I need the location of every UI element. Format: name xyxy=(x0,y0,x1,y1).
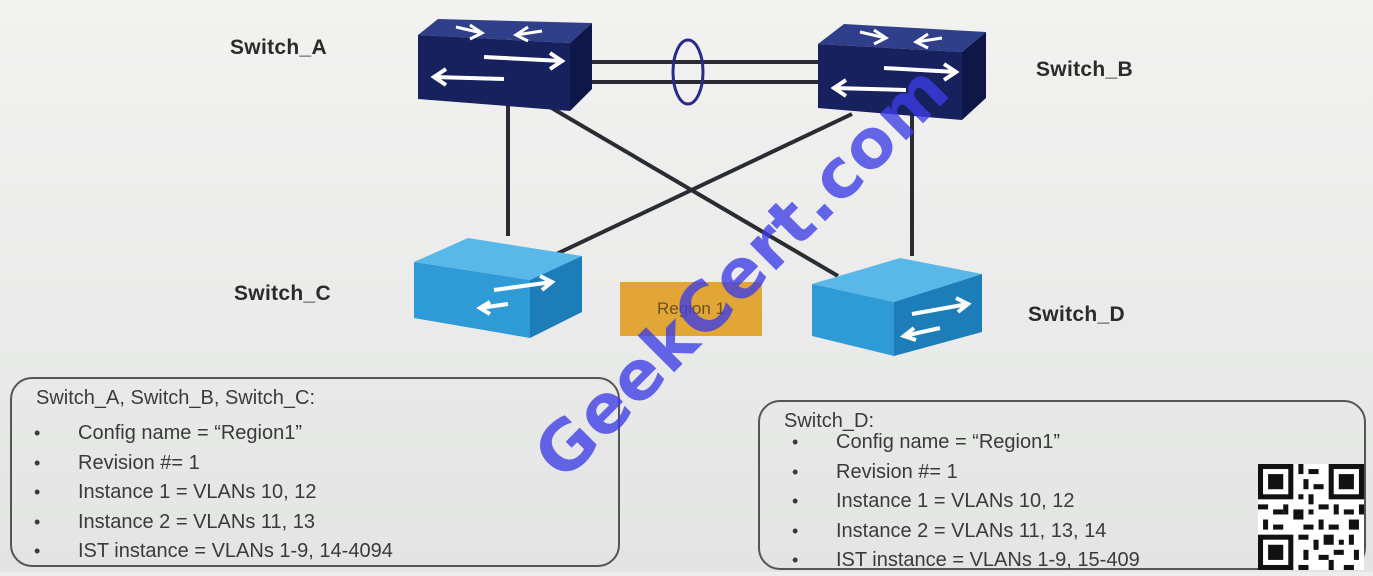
config-box-abc: Switch_A, Switch_B, Switch_C: •Config na… xyxy=(10,377,620,567)
config-box-d: Switch_D: •Config name = “Region1” •Revi… xyxy=(758,400,1366,571)
switch-a-label: Switch_A xyxy=(230,36,327,59)
config-item: •Revision #= 1 xyxy=(34,451,200,474)
link-a-d xyxy=(536,98,840,278)
config-item: •Instance 1 = VLANs 10, 12 xyxy=(34,481,317,503)
config-box-d-list: •Config name = “Region1” •Revision #= 1 … xyxy=(786,428,1140,576)
config-item: •IST instance = VLANs 1-9, 14-4094 xyxy=(34,540,393,562)
config-item: •Revision #= 1 xyxy=(792,460,958,483)
config-item: •IST instance = VLANs 1-9, 15-409 xyxy=(792,549,1140,571)
region-label: Region 1 xyxy=(620,282,762,336)
switch-d-label: Switch_D xyxy=(1028,303,1125,326)
link-b-c xyxy=(547,112,853,260)
link-aggregation-oval xyxy=(671,38,705,106)
config-item: •Config name = “Region1” xyxy=(792,431,1061,453)
switch-b-icon xyxy=(818,24,986,120)
config-item: •Instance 2 = VLANs 11, 13 xyxy=(34,510,316,533)
switch-b-label: Switch_B xyxy=(1036,58,1133,81)
config-item: •Config name = “Region1” xyxy=(34,422,303,444)
config-box-d-title: Switch_D: xyxy=(784,410,875,432)
switch-a-icon xyxy=(418,19,592,111)
config-item: •Instance 2 = VLANs 11, 13, 14 xyxy=(792,519,1107,542)
switch-c-label: Switch_C xyxy=(234,282,331,305)
config-box-abc-list: •Config name = “Region1” •Revision #= 1 … xyxy=(28,419,393,567)
config-box-abc-title: Switch_A, Switch_B, Switch_C: xyxy=(36,387,315,409)
switch-d-icon xyxy=(812,258,982,356)
qr-code-icon xyxy=(1258,464,1364,570)
switch-c-icon xyxy=(414,238,582,338)
config-item: •Instance 1 = VLANs 10, 12 xyxy=(792,490,1075,512)
